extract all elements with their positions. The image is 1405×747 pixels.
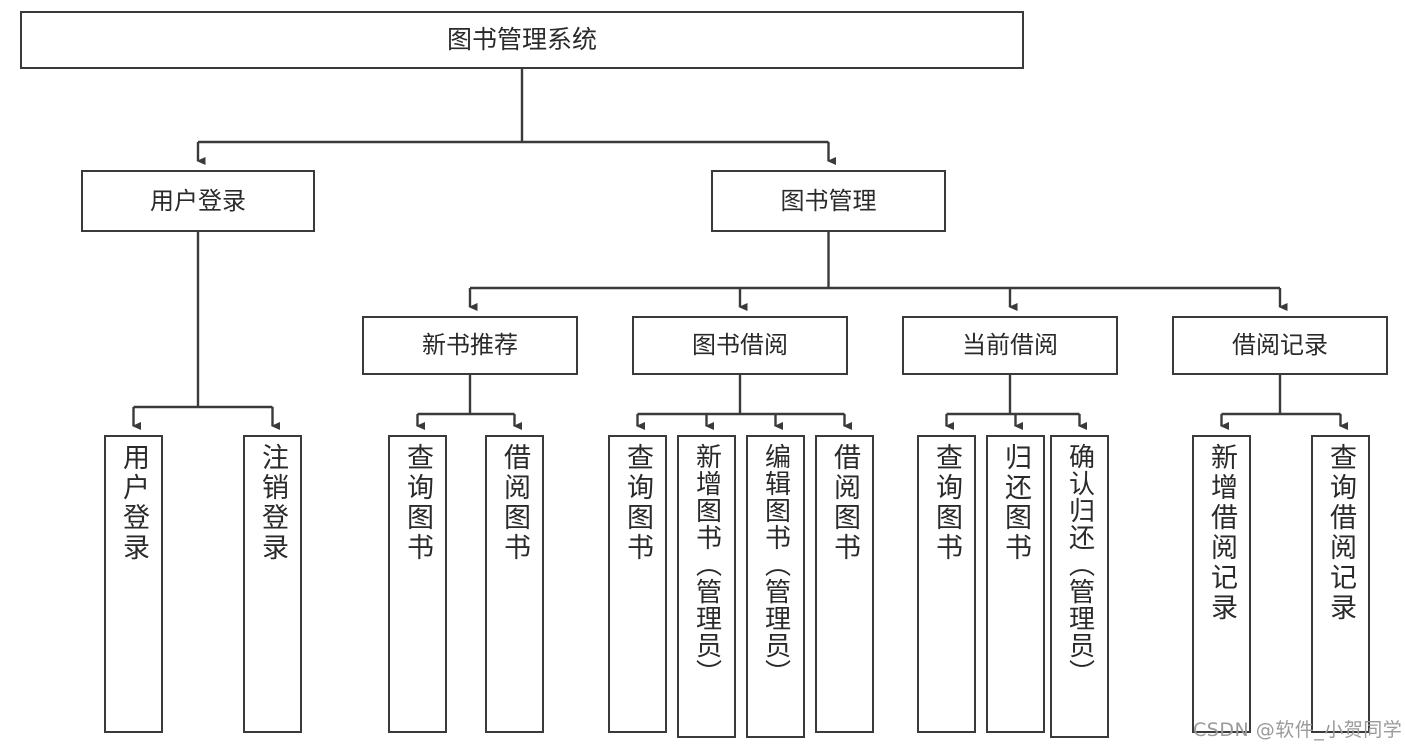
node-current-borrow[interactable]: 当前借阅 [902,316,1118,375]
node-label-new-book-recommend: 新书推荐 [422,331,518,360]
node-label-leaf-borrow-book: 借阅图书 [829,443,860,563]
node-leaf-return-book[interactable]: 归还图书 [986,435,1045,733]
node-label-leaf-confirm-return: 确认归还（管理员） [1064,443,1095,686]
node-book-borrow[interactable]: 图书借阅 [632,316,848,375]
node-leaf-confirm-return[interactable]: 确认归还（管理员） [1050,435,1109,738]
node-label-root: 图书管理系统 [446,25,597,55]
node-leaf-query-borrow-record[interactable]: 查询借阅记录 [1311,435,1370,733]
node-label-book-manage: 图书管理 [780,186,877,215]
node-label-leaf-query-borrow-record: 查询借阅记录 [1325,443,1356,623]
node-leaf-query-book-recommend[interactable]: 查询图书 [388,435,447,733]
node-label-leaf-query-book-borrow: 查询图书 [622,443,653,563]
node-label-leaf-query-book-current: 查询图书 [931,443,962,563]
node-leaf-query-book-borrow[interactable]: 查询图书 [608,435,667,733]
node-label-leaf-borrow-book-recommend: 借阅图书 [499,443,530,563]
watermark: CSDN @软件_小贺同学 [1193,719,1403,741]
node-borrow-record[interactable]: 借阅记录 [1172,316,1388,375]
node-leaf-user-login[interactable]: 用户登录 [104,435,163,733]
node-label-leaf-query-book-recommend: 查询图书 [402,443,433,563]
node-user-login[interactable]: 用户登录 [81,170,315,232]
node-label-leaf-logout: 注销登录 [257,443,288,563]
node-label-leaf-edit-book: 编辑图书（管理员） [760,443,791,686]
node-leaf-query-book-current[interactable]: 查询图书 [917,435,976,733]
node-book-manage[interactable]: 图书管理 [711,170,946,232]
node-new-book-recommend[interactable]: 新书推荐 [362,316,578,375]
node-label-current-borrow: 当前借阅 [962,331,1058,360]
node-leaf-borrow-book-recommend[interactable]: 借阅图书 [485,435,544,733]
node-label-leaf-user-login: 用户登录 [118,443,149,563]
node-leaf-edit-book[interactable]: 编辑图书（管理员） [746,435,805,738]
node-label-user-login: 用户登录 [150,186,246,215]
node-label-borrow-record: 借阅记录 [1232,331,1328,360]
node-label-leaf-add-book: 新增图书（管理员） [691,443,722,686]
node-leaf-add-borrow-record[interactable]: 新增借阅记录 [1192,435,1251,733]
node-leaf-borrow-book[interactable]: 借阅图书 [815,435,874,733]
node-leaf-logout[interactable]: 注销登录 [243,435,302,733]
node-label-book-borrow: 图书借阅 [692,331,788,360]
node-label-leaf-return-book: 归还图书 [1000,443,1031,563]
node-label-leaf-add-borrow-record: 新增借阅记录 [1206,443,1237,623]
node-root[interactable]: 图书管理系统 [20,11,1024,69]
node-leaf-add-book[interactable]: 新增图书（管理员） [677,435,736,738]
